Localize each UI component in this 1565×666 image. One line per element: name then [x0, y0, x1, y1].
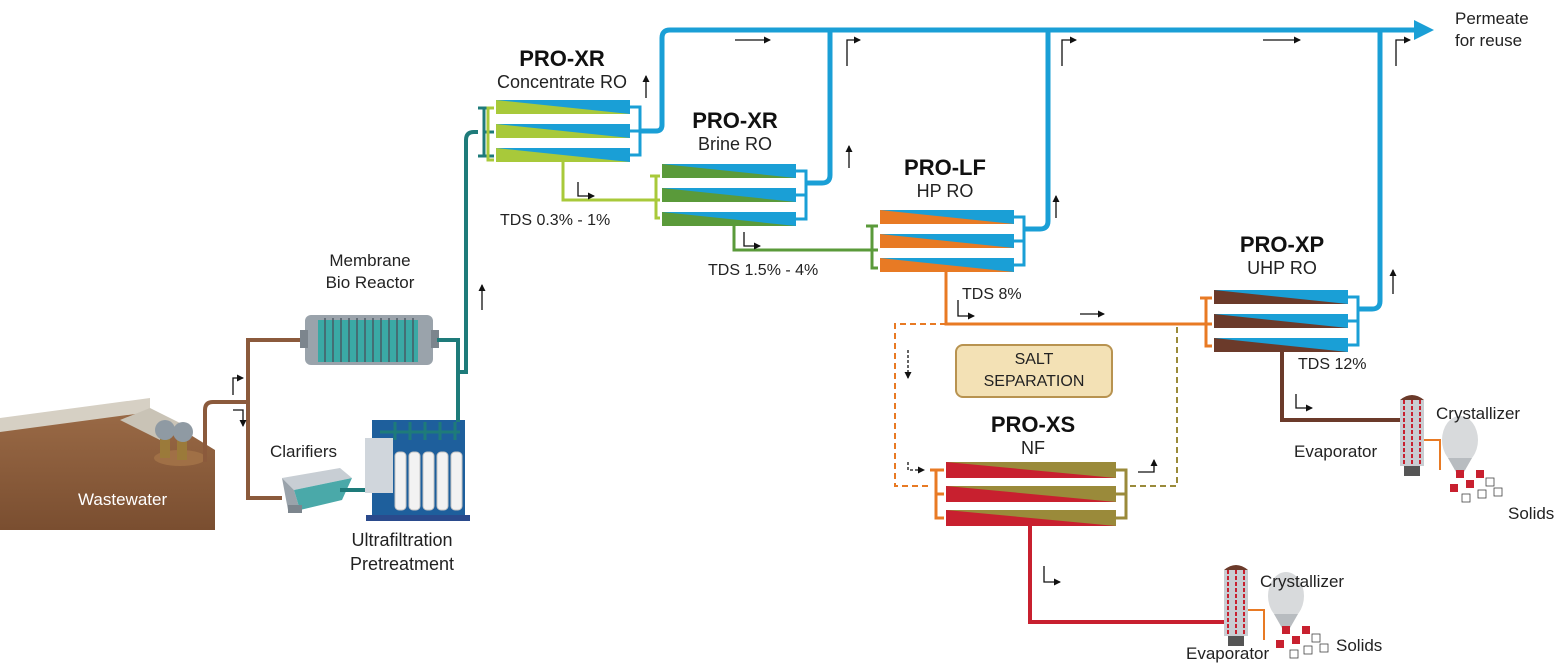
- permeate-arrowhead: [1414, 20, 1434, 40]
- flow-arrow-orange-1: [957, 300, 975, 320]
- green-concentrate-pipe: [732, 224, 878, 270]
- tds-label-1: TDS 0.3% - 1%: [500, 212, 611, 229]
- pro-xr-concentrate-label: PRO-XR Concentrate RO: [497, 46, 627, 93]
- wastewater-label: Wastewater: [78, 490, 168, 509]
- nf-concentrate-pipe: [1028, 526, 1224, 624]
- pro-xr-brine-title: PRO-XR: [692, 108, 778, 133]
- orange-concentrate-pipe: [944, 272, 1212, 348]
- pro-xp-title: PRO-XP: [1239, 232, 1325, 257]
- olive-return-dashed: [1130, 324, 1178, 487]
- ro-vessel-brine: [662, 164, 808, 226]
- ro-vessel-hp: [880, 210, 1026, 272]
- pro-xr-concentrate-sub: Concentrate RO: [496, 72, 628, 92]
- pro-xp-label: PRO-XP UHP RO: [1240, 232, 1324, 279]
- nf-vessel: [930, 462, 1128, 526]
- ro-vessel-concentrate: [478, 100, 642, 162]
- uf-line-2: Pretreatment: [349, 554, 455, 574]
- pro-xs-title: PRO-XS: [990, 412, 1076, 437]
- flow-arrow-nf-out: [1138, 459, 1158, 473]
- flow-arrow-dashed-right: [907, 462, 925, 474]
- pro-lf-label: PRO-LF HP RO: [904, 155, 986, 202]
- pro-xr-concentrate-title: PRO-XR: [519, 46, 605, 71]
- wastewater-source: [0, 398, 215, 530]
- flow-arrow-green: [743, 232, 761, 250]
- mbr-line-1: Membrane: [329, 251, 411, 270]
- evaporator-top-label: Evaporator: [1294, 442, 1378, 461]
- flow-arrow-lime: [577, 182, 595, 200]
- clarifiers-label: Clarifiers: [270, 442, 338, 461]
- teal-feed-pipe: [437, 130, 478, 422]
- pro-lf-title: PRO-LF: [904, 155, 986, 180]
- evaporator-bottom-label: Evaporator: [1186, 644, 1270, 663]
- raw-wastewater-pipe: [203, 338, 302, 500]
- tds-label-4: TDS 12%: [1298, 356, 1367, 373]
- permeate-line-2: for reuse: [1455, 31, 1523, 50]
- flow-arrows-wastewater: [232, 374, 247, 427]
- flow-arrow-uhp: [1295, 394, 1313, 412]
- mbr-label: Membrane Bio Reactor: [326, 250, 415, 294]
- pro-xr-brine-sub: Brine RO: [697, 134, 773, 154]
- uhp-concentrate-pipe: [1280, 352, 1400, 422]
- pro-xp-sub: UHP RO: [1247, 258, 1317, 278]
- permeate-label: Permeate for reuse: [1455, 8, 1529, 52]
- pro-lf-sub: HP RO: [916, 181, 974, 201]
- permeate-header: [640, 27, 1420, 312]
- permeate-flow-arrows: [642, 36, 1411, 294]
- uf-unit: [365, 420, 470, 521]
- crystallizer-bottom-label: Crystallizer: [1260, 572, 1345, 591]
- tds-label-3: TDS 8%: [962, 286, 1022, 303]
- salt-separation-line-2: SEPARATION: [983, 373, 1085, 390]
- solids-top-label: Solids: [1508, 504, 1555, 523]
- permeate-line-1: Permeate: [1455, 9, 1529, 28]
- pro-xs-label: PRO-XS NF: [991, 412, 1075, 459]
- flow-arrow-nf-conc: [1043, 566, 1061, 586]
- orange-bypass-dashed: [894, 323, 946, 487]
- tds-label-2: TDS 1.5% - 4%: [708, 262, 819, 279]
- evaporator-crystallizer-top: [1400, 395, 1503, 503]
- salt-separation-line-1: SALT: [1014, 351, 1054, 368]
- uf-label: Ultrafiltration Pretreatment: [350, 528, 454, 576]
- mbr-line-2: Bio Reactor: [325, 273, 415, 292]
- uf-line-1: Ultrafiltration: [351, 530, 453, 550]
- solids-bottom-label: Solids: [1336, 636, 1383, 655]
- pro-xr-brine-label: PRO-XR Brine RO: [692, 108, 778, 155]
- pro-xs-sub: NF: [1020, 438, 1045, 458]
- evaporator-crystallizer-bottom: [1224, 565, 1329, 659]
- clarifier-unit: [282, 468, 352, 513]
- ro-vessel-uhp: [1214, 290, 1360, 352]
- mbr-unit: [300, 315, 439, 365]
- salt-separation-box: SALT SEPARATION: [955, 344, 1113, 398]
- lime-concentrate-pipe: [561, 162, 660, 220]
- crystallizer-top-label: Crystallizer: [1436, 404, 1521, 423]
